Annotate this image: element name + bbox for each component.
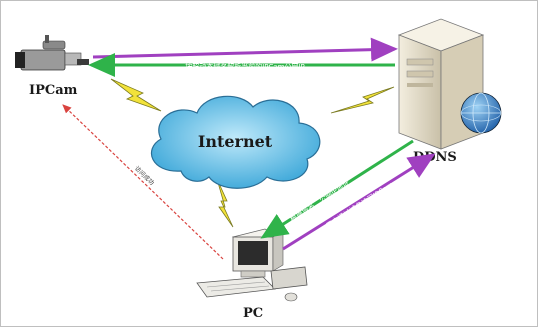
lightning-ddns-internet: [330, 86, 395, 114]
arrow-ipcam-to-ddns: [92, 37, 398, 62]
ipcam-device: [15, 35, 89, 71]
ipcam-label: IPCam: [29, 83, 78, 98]
arrow-pc-to-ipcam: [62, 104, 224, 260]
internet-cloud: Internet: [150, 95, 321, 189]
arrow-pc-to-ddns: [282, 153, 436, 251]
lightning-ipcam-internet: [110, 78, 162, 112]
internet-label: Internet: [198, 132, 273, 151]
ddns-ipcam-arrow-text: 按照动态域名解析当前的IPCam公网IP: [185, 62, 305, 71]
ddns-server: [397, 18, 502, 150]
pc-label: PC: [243, 306, 263, 321]
pc-device: [196, 228, 308, 302]
arrow-ddns-to-pc: [260, 139, 414, 239]
lightning-internet-pc: [216, 178, 234, 228]
